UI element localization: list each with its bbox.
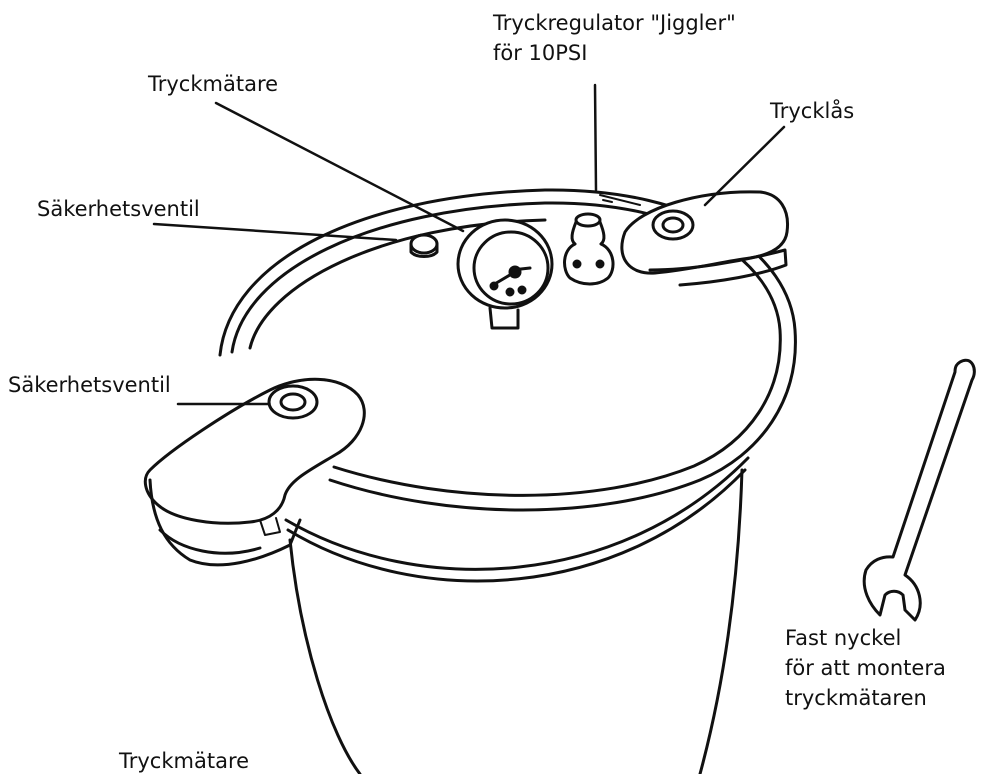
label-safety-valve-handle: Säkerhetsventil	[8, 372, 171, 399]
jiggler-part	[565, 214, 614, 284]
label-gauge: Tryckmätare	[148, 71, 278, 98]
label-wrench-line1: Fast nyckel	[785, 625, 901, 652]
wrench-part	[864, 360, 974, 620]
left-handle	[145, 379, 364, 565]
pot-body	[286, 458, 748, 774]
label-wrench-line3: tryckmätaren	[785, 685, 927, 712]
caption: Tryckmätare	[119, 748, 249, 775]
lid-safety-valve-part	[411, 235, 437, 257]
label-jiggler-line2: för 10PSI	[493, 40, 587, 67]
label-lock: Trycklås	[770, 98, 854, 125]
label-wrench-line2: för att montera	[785, 655, 946, 682]
label-jiggler-line1: Tryckregulator "Jiggler"	[493, 10, 736, 37]
pressure-gauge-part	[458, 220, 552, 328]
label-safety-valve-lid: Säkerhetsventil	[37, 196, 200, 223]
right-handle	[600, 192, 788, 285]
